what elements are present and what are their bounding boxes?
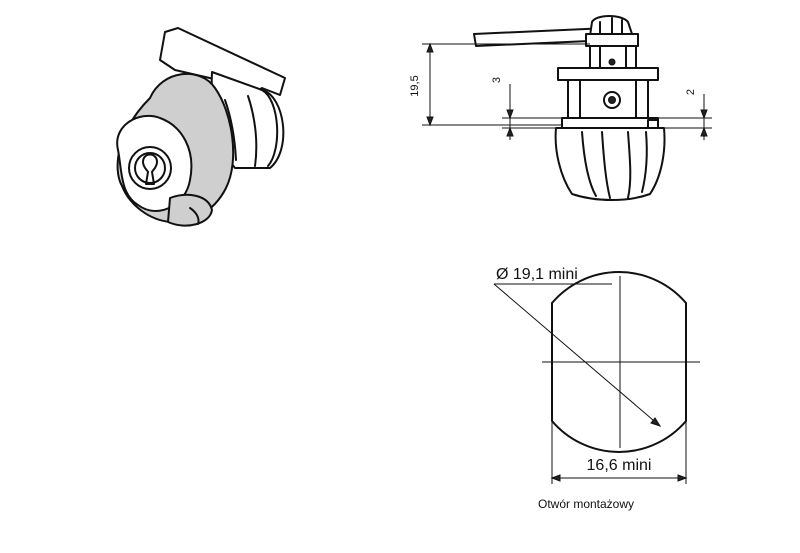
dim-height-label: 19,5	[409, 75, 421, 96]
mounting-hole-view: Ø 19,1 mini 16,6 mini Otwór montażowy	[493, 266, 700, 511]
keyhole-icon	[142, 153, 158, 185]
mounting-hole-caption: Otwór montażowy	[538, 497, 634, 511]
diameter-leader	[493, 283, 661, 427]
diameter-label: Ø 19,1 mini	[496, 266, 578, 283]
lock-isometric-view	[116, 27, 286, 227]
lock-side-view: 19,5 3 2	[409, 15, 712, 201]
width-label: 16,6 mini	[587, 457, 652, 474]
dimension-width: 16,6 mini	[550, 421, 688, 484]
dimension-height: 19,5	[409, 42, 590, 127]
lock-seal	[561, 117, 659, 129]
dim-small-b-label: 2	[685, 89, 697, 95]
side-knob	[554, 127, 666, 201]
lock-flange	[557, 67, 659, 81]
dimension-small-b: 2	[658, 89, 712, 140]
knob-lobe	[167, 193, 213, 227]
dim-small-a-label: 3	[491, 77, 503, 83]
dimension-small-a: 3	[491, 77, 568, 140]
